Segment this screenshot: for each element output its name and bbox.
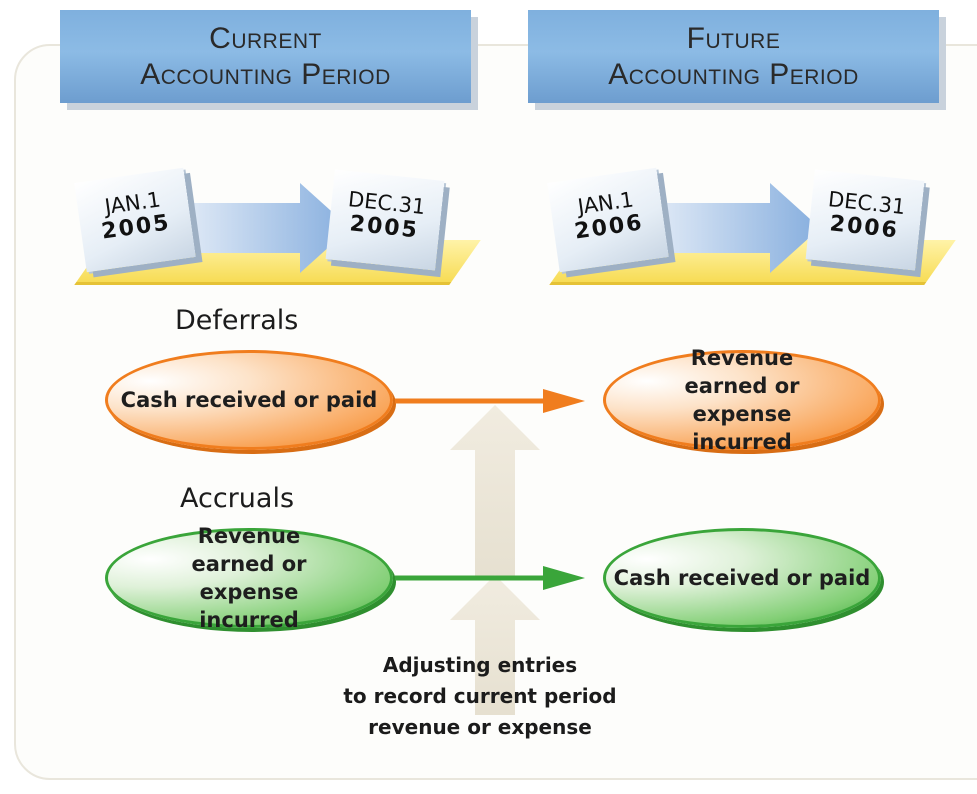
current-header-line1: Current — [209, 21, 322, 55]
current-period-header: Current Accounting Period — [60, 10, 471, 103]
calendar-current-start: JAN.1 2005 — [74, 167, 196, 273]
accrual-revenue-text: Revenue earned or expense incurred — [191, 524, 307, 632]
calendar-future-end: DEC.31 2006 — [805, 169, 925, 271]
accruals-label: Accruals — [180, 483, 295, 514]
accrual-arrow — [395, 566, 585, 590]
current-header-line2: Accounting Period — [140, 57, 391, 91]
future-period-arrow — [630, 183, 820, 273]
deferral-revenue-text: Revenue earned or expense incurred — [684, 346, 800, 454]
deferral-revenue-oval: Revenue earned or expense incurred — [603, 346, 881, 454]
accrual-revenue-oval: Revenue earned or expense incurred — [105, 524, 393, 632]
caption-line3: revenue or expense — [368, 715, 592, 739]
future-header-line2: Accounting Period — [608, 57, 859, 91]
caption-line1: Adjusting entries — [382, 653, 578, 677]
calendar-current-end: DEC.31 2005 — [325, 169, 445, 271]
calendar-future-start: JAN.1 2006 — [547, 167, 669, 273]
accrual-cash-text: Cash received or paid — [613, 566, 871, 590]
future-header-line1: Future — [686, 21, 781, 55]
future-period-header: Future Accounting Period — [528, 10, 939, 103]
deferrals-label: Deferrals — [175, 305, 299, 336]
accrual-cash-oval: Cash received or paid — [603, 528, 881, 628]
adjusting-entries-caption: Adjusting entries to record current peri… — [300, 650, 660, 743]
current-period-arrow — [160, 183, 350, 273]
caption-line2: to record current period — [343, 684, 617, 708]
adjusting-up-arrows — [450, 405, 540, 715]
deferral-cash-text: Cash received or paid — [120, 388, 378, 412]
deferral-cash-oval: Cash received or paid — [105, 350, 393, 450]
deferral-arrow — [395, 389, 585, 413]
